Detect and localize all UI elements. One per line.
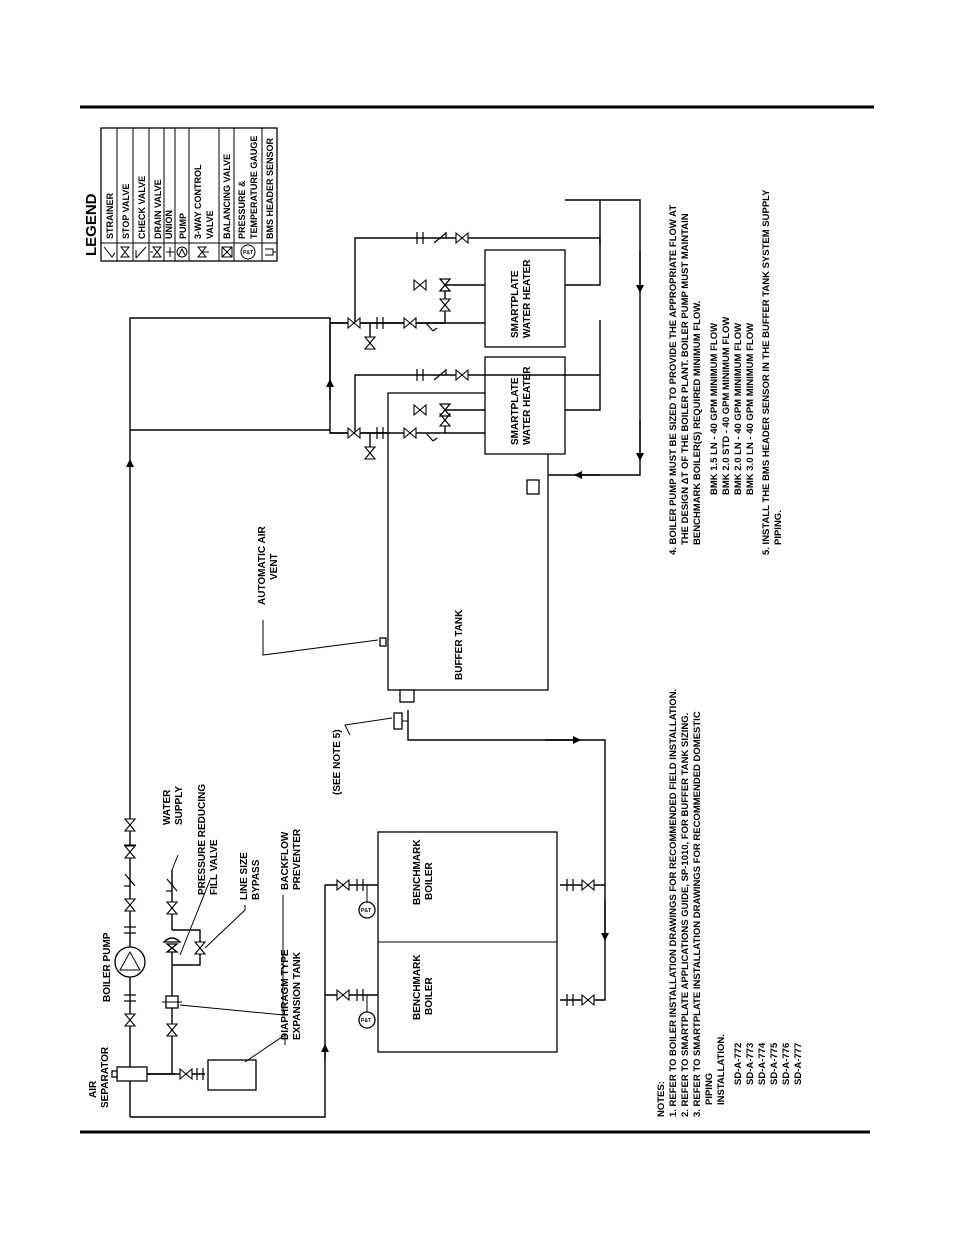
svg-text:SMARTPLATE: SMARTPLATE xyxy=(510,377,521,445)
svg-text:WATER HEATER: WATER HEATER xyxy=(522,366,533,445)
benchmark-boilers: P&T P&T BENCHMARK BOILER BENCHMARK BOILE… xyxy=(336,831,595,1053)
svg-text:SD-A-772: SD-A-772 xyxy=(733,1043,744,1085)
svg-text:STRAINER: STRAINER xyxy=(105,192,115,239)
notes-title: NOTES: xyxy=(656,1081,667,1117)
svg-text:BOILER: BOILER xyxy=(424,976,435,1015)
union-icon xyxy=(166,247,174,257)
expansion-tank xyxy=(207,1059,257,1091)
svg-text:WATER: WATER xyxy=(162,789,173,825)
svg-text:BACKFLOW: BACKFLOW xyxy=(280,831,291,890)
svg-text:TEMPERATURE GAUGE: TEMPERATURE GAUGE xyxy=(249,136,259,239)
svg-text:PIPING.: PIPING. xyxy=(773,510,784,545)
svg-text:BYPASS: BYPASS xyxy=(251,859,262,900)
svg-text:DRAIN VALVE: DRAIN VALVE xyxy=(153,179,163,239)
svg-text:EXPANSION TANK: EXPANSION TANK xyxy=(292,951,303,1040)
buffer-tank-label: BUFFER TANK xyxy=(454,609,465,680)
svg-text:CHECK VALVE: CHECK VALVE xyxy=(137,176,147,239)
svg-text:BMK 1.5 LN - 40 GPM MINIMUM FL: BMK 1.5 LN - 40 GPM MINIMUM FLOW xyxy=(709,323,720,495)
boiler-1-label: BENCHMARK xyxy=(412,954,423,1020)
svg-text:1. REFER TO BOILER INSTALLATIO: 1. REFER TO BOILER INSTALLATION DRAWINGS… xyxy=(668,689,679,1117)
svg-text:2. REFER TO SMARTPLATE APPLICA: 2. REFER TO SMARTPLATE APPLICATIONS GUID… xyxy=(680,713,691,1117)
svg-text:PREVENTER: PREVENTER xyxy=(292,828,303,890)
pressure-reducing-fill-valve-icon xyxy=(162,937,182,953)
svg-text:3. REFER TO SMARTPLATE INSTALL: 3. REFER TO SMARTPLATE INSTALLATION DRAW… xyxy=(692,711,703,1117)
pt-gauge-boiler-1: P&T xyxy=(358,1011,376,1029)
notes-left: NOTES: 1. REFER TO BOILER INSTALLATION D… xyxy=(656,689,804,1117)
svg-text:SD-A-775: SD-A-775 xyxy=(769,1042,780,1085)
svg-text:BMK 2.0 STD - 40 GPM MINIMUM F: BMK 2.0 STD - 40 GPM MINIMUM FLOW xyxy=(721,317,732,495)
component-labels: AIR SEPARATOR BOILER PUMP WATER SUPPLY P… xyxy=(88,526,343,1108)
strainer-icon xyxy=(103,246,116,258)
svg-text:VALVE: VALVE xyxy=(205,210,215,239)
stop-valve-icon xyxy=(119,246,131,258)
svg-text:UNION: UNION xyxy=(164,210,174,239)
svg-text:PRESSURE &: PRESSURE & xyxy=(237,180,247,239)
notes-right: 4. BOILER PUMP MUST BE SIZED TO PROVIDE … xyxy=(668,189,784,555)
svg-text:BMK 3.0 LN - 40 GPM MINIMUM FL: BMK 3.0 LN - 40 GPM MINIMUM FLOW xyxy=(745,323,756,495)
svg-text:WATER HEATER: WATER HEATER xyxy=(522,259,533,338)
svg-text:BMS HEADER SENSOR: BMS HEADER SENSOR xyxy=(265,137,275,239)
svg-text:INSTALLATION.: INSTALLATION. xyxy=(716,1034,727,1105)
svg-text:PRESSURE REDUCING: PRESSURE REDUCING xyxy=(197,784,208,895)
balancing-valve-icon xyxy=(221,246,233,258)
svg-text:DIAPHRAGM TYPE: DIAPHRAGM TYPE xyxy=(280,949,291,1040)
boiler-2-label: BENCHMARK xyxy=(412,839,423,905)
svg-text:AUTOMATIC AIR: AUTOMATIC AIR xyxy=(257,526,268,605)
pressure-temperature-gauge-icon: P&T xyxy=(240,244,256,260)
svg-text:BENCHMARK BOILER(S) REQUIRED M: BENCHMARK BOILER(S) REQUIRED MINIMUM FLO… xyxy=(692,301,703,545)
svg-text:SMARTPLATE: SMARTPLATE xyxy=(510,270,521,338)
svg-text:PUMP: PUMP xyxy=(178,213,188,239)
leader-lines xyxy=(179,620,393,1063)
pump-icon xyxy=(176,246,188,258)
smartplate-heaters: SMARTPLATE WATER HEATER SMARTPLATE WATER… xyxy=(330,231,601,460)
svg-text:LINE SIZE: LINE SIZE xyxy=(239,852,250,900)
air-separator xyxy=(116,1066,148,1082)
svg-text:PIPING: PIPING xyxy=(704,1073,715,1105)
svg-text:THE DESIGN ΔT OF THE BOILER PL: THE DESIGN ΔT OF THE BOILER PLANT. BOILE… xyxy=(680,213,691,545)
three-way-control-valve-icon xyxy=(196,246,209,258)
svg-text:BMK 2.0 LN - 40 GPM MINIMUM FL: BMK 2.0 LN - 40 GPM MINIMUM FLOW xyxy=(733,323,744,495)
svg-text:SEPARATOR: SEPARATOR xyxy=(100,1046,111,1108)
svg-text:BALANCING VALVE: BALANCING VALVE xyxy=(222,154,232,239)
svg-text:4. BOILER PUMP MUST BE SIZED T: 4. BOILER PUMP MUST BE SIZED TO PROVIDE … xyxy=(668,205,679,555)
legend-title: LEGEND xyxy=(83,193,100,256)
svg-text:3-WAY CONTROL: 3-WAY CONTROL xyxy=(193,164,203,239)
legend: LEGEND P&T STRAINER STOP VALVE CHECK VAL… xyxy=(83,127,278,262)
drain-valve-icon xyxy=(150,246,163,258)
makeup-water-branch xyxy=(111,854,257,1091)
svg-text:P&T: P&T xyxy=(361,1018,371,1024)
svg-text:5. INSTALL THE BMS HEADER SENS: 5. INSTALL THE BMS HEADER SENSOR IN THE … xyxy=(761,189,772,555)
svg-text:P&T: P&T xyxy=(361,908,371,914)
svg-text:VENT: VENT xyxy=(269,553,280,580)
svg-text:SUPPLY: SUPPLY xyxy=(174,786,185,825)
boiler-pump-icon xyxy=(114,946,146,978)
svg-text:SD-A-777: SD-A-777 xyxy=(793,1043,804,1085)
svg-text:(SEE NOTE 5): (SEE NOTE 5) xyxy=(332,729,343,795)
svg-text:SD-A-776: SD-A-776 xyxy=(781,1043,792,1085)
bms-header-sensor-icon xyxy=(265,248,276,256)
pump-line xyxy=(114,818,146,1027)
svg-text:FILL VALVE: FILL VALVE xyxy=(209,839,220,895)
svg-text:SD-A-774: SD-A-774 xyxy=(757,1042,768,1085)
pt-gauge-boiler-2: P&T xyxy=(358,901,376,919)
check-valve-icon xyxy=(135,246,147,259)
bms-header-sensor xyxy=(393,712,403,730)
svg-text:BOILER PUMP: BOILER PUMP xyxy=(102,932,113,1002)
svg-text:SD-A-773: SD-A-773 xyxy=(745,1043,756,1085)
svg-text:AIR: AIR xyxy=(88,1080,99,1098)
svg-text:BOILER: BOILER xyxy=(424,861,435,900)
backflow-preventer-icon xyxy=(162,995,182,1009)
svg-text:STOP VALVE: STOP VALVE xyxy=(121,184,131,239)
svg-text:P&T: P&T xyxy=(243,250,253,256)
